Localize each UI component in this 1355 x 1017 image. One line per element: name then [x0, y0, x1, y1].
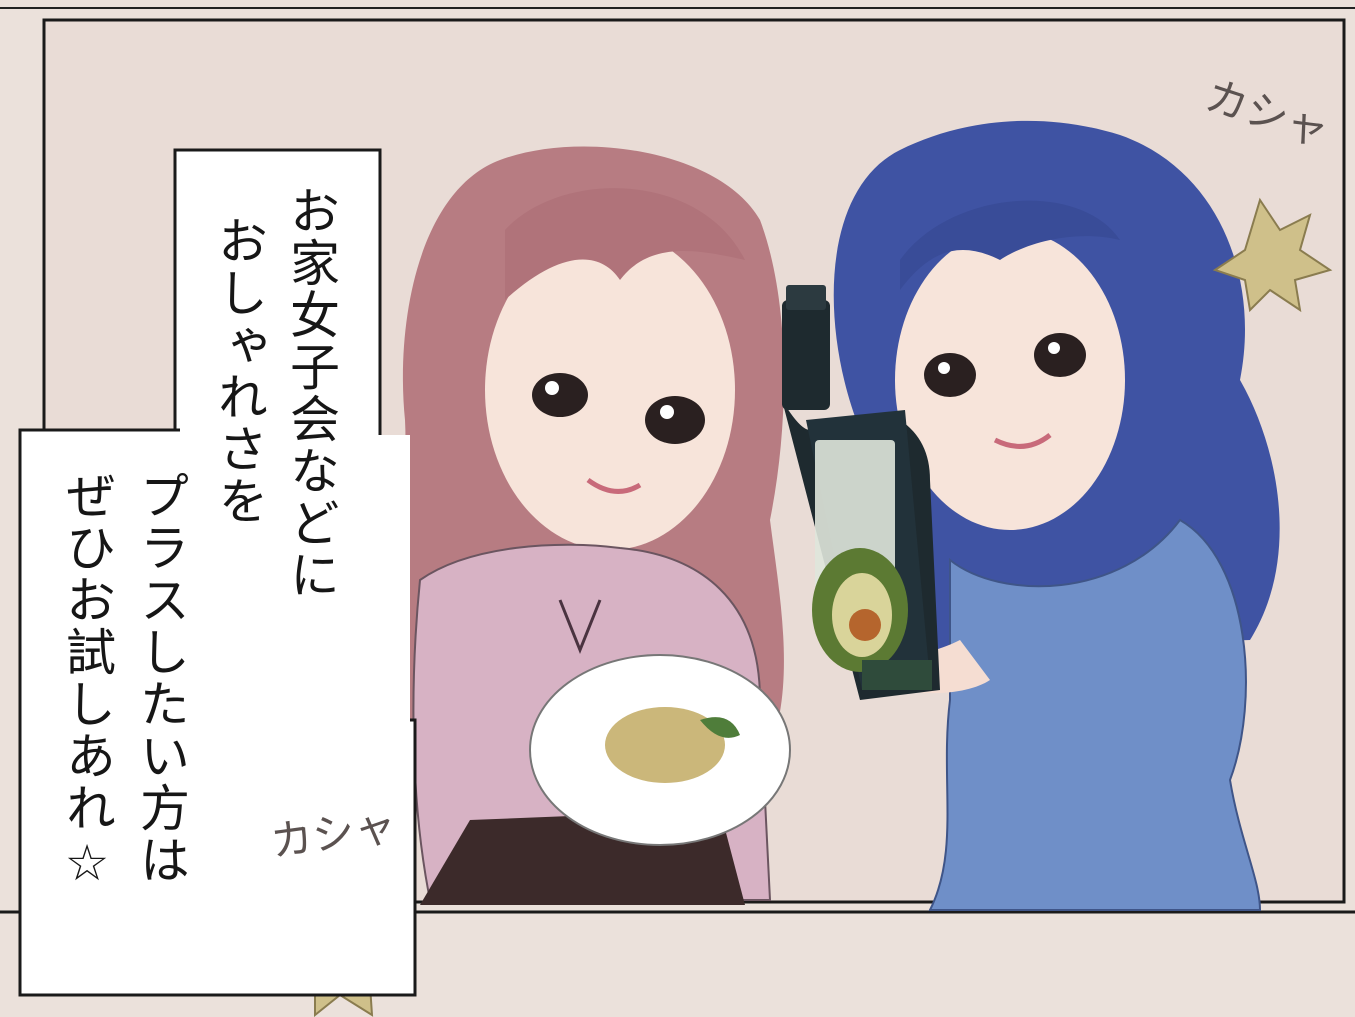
caption-line-3: プラスしたい方は — [132, 470, 190, 886]
caption-line-1: お家女子会などに — [282, 185, 340, 601]
pink-haired-woman — [390, 146, 791, 905]
caption-line-2: おしゃれさを — [210, 215, 268, 527]
blue-haired-woman — [782, 120, 1280, 911]
camera-flash-top-right — [1212, 197, 1333, 313]
caption-line-4: ぜひお試しあれ☆ — [58, 470, 116, 894]
avocado-oil-bottle — [782, 285, 940, 700]
